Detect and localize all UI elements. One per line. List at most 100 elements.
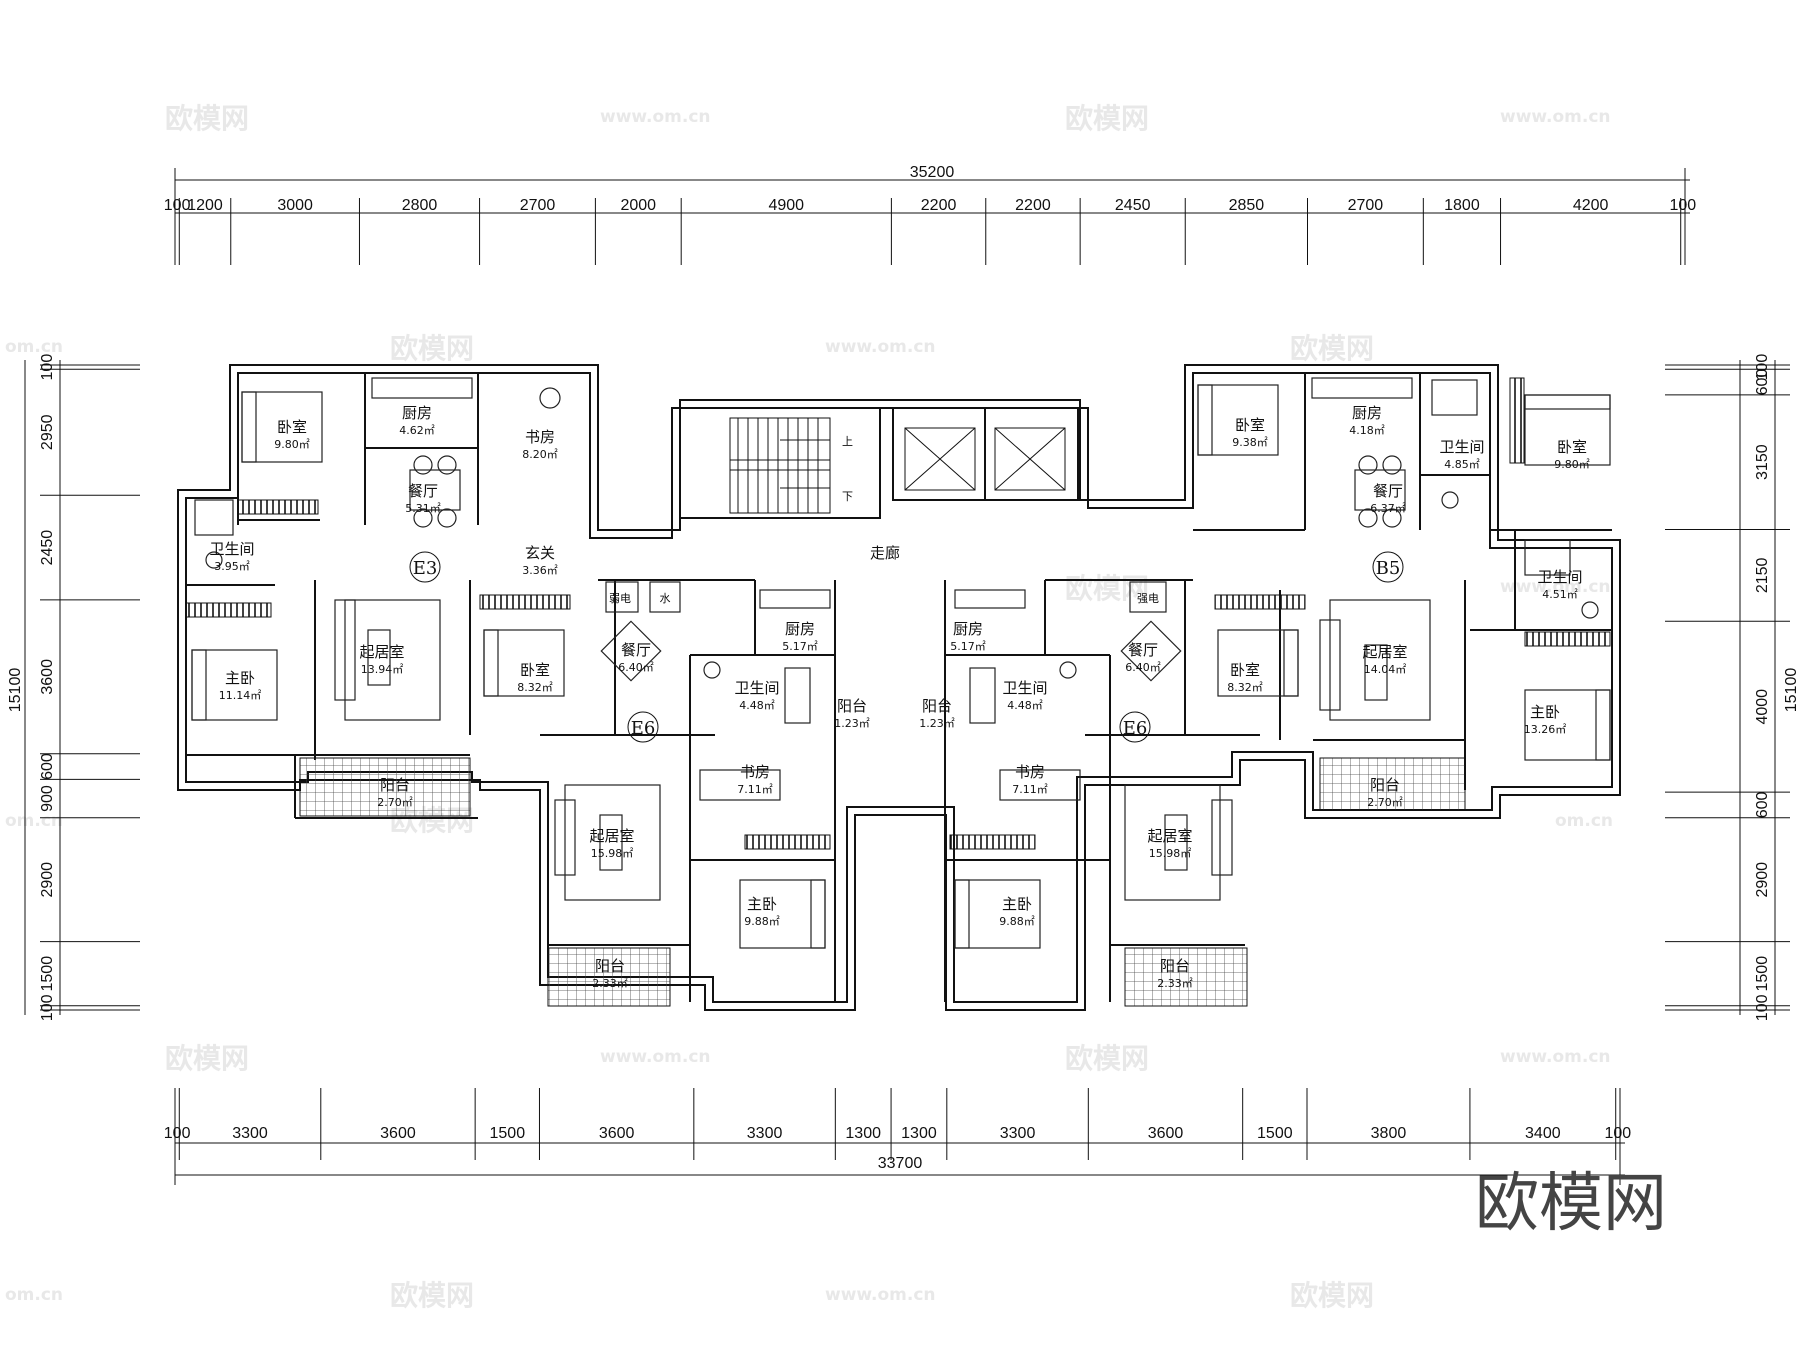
corridor-label: 走廊 xyxy=(870,544,900,562)
top-dimension-label: 1800 xyxy=(1444,197,1480,214)
bottom-dimension-label: 100 xyxy=(1605,1125,1632,1142)
room-name: 卧室 xyxy=(520,661,550,679)
room-name: 阳台 xyxy=(1370,776,1400,794)
bottom-dimension-label: 3300 xyxy=(747,1125,783,1142)
left-dimension-label: 2900 xyxy=(39,862,56,898)
stair-up-label: 上 xyxy=(842,435,853,448)
left-dimension-label: 3600 xyxy=(39,659,56,695)
right-total-dimension: 15100 xyxy=(1783,668,1800,713)
stair-symbol: 上 下 xyxy=(729,417,853,514)
room-name: 书房 xyxy=(1015,763,1045,781)
watermark-brand: 欧模网 xyxy=(1065,572,1149,605)
right-dimension-lines xyxy=(1665,360,1790,1015)
room-area: 8.32㎡ xyxy=(517,681,553,694)
top-dimension-lines xyxy=(174,168,1690,265)
room-area: 6.40㎡ xyxy=(1125,661,1161,674)
left-dimension-label: 1500 xyxy=(39,956,56,992)
room-area: 9.80㎡ xyxy=(274,438,310,451)
room-name: 餐厅 xyxy=(408,482,438,500)
room-name: 主卧 xyxy=(1530,703,1560,721)
left-dimension-label: 100 xyxy=(39,354,56,381)
top-dimension-label: 2450 xyxy=(1115,197,1151,214)
watermark-brand: 欧模网 xyxy=(1290,1279,1374,1312)
unit-tags: E3 B5 E6 E6 xyxy=(409,551,1404,743)
room-name: 阳台 xyxy=(595,957,625,975)
room-area: 1.23㎡ xyxy=(834,717,870,730)
left-total-dimension: 15100 xyxy=(7,668,24,713)
watermark-url: om.cn xyxy=(5,811,63,831)
top-total-dimension: 35200 xyxy=(910,164,955,181)
top-dimension-label: 3000 xyxy=(277,197,313,214)
bottom-dimension-label: 1500 xyxy=(490,1125,526,1142)
top-dimension-label: 2200 xyxy=(921,197,957,214)
bottom-dimension-label: 1300 xyxy=(845,1125,881,1142)
right-dimension-label: 2900 xyxy=(1754,862,1771,898)
watermark-brand: 欧模网 xyxy=(390,1279,474,1312)
room-area: 4.48㎡ xyxy=(1007,699,1043,712)
right-dimension-label: 100 xyxy=(1754,354,1771,381)
room-name: 厨房 xyxy=(953,620,983,638)
room-area: 5.31㎡ xyxy=(405,502,441,515)
room-area: 15.98㎡ xyxy=(1149,847,1192,860)
unit-tag-e3: E3 xyxy=(413,558,438,579)
bottom-dimension-label: 3600 xyxy=(1148,1125,1184,1142)
room-name: 卧室 xyxy=(277,418,307,436)
room-area: 9.88㎡ xyxy=(744,915,780,928)
left-dimension-label: 2950 xyxy=(39,414,56,450)
room-name: 起居室 xyxy=(589,827,634,845)
room-name: 阳台 xyxy=(922,697,952,715)
watermark-brand: 欧模网 xyxy=(165,102,249,135)
stair-down-label: 下 xyxy=(842,490,853,503)
bottom-dimension-label: 3300 xyxy=(232,1125,268,1142)
room-area: 7.11㎡ xyxy=(737,783,773,796)
room-area: 5.17㎡ xyxy=(782,640,818,653)
right-dimension-label: 1500 xyxy=(1754,956,1771,992)
room-area: 7.11㎡ xyxy=(1012,783,1048,796)
watermark-url: www.om.cn xyxy=(825,1285,936,1305)
room-name: 餐厅 xyxy=(621,641,651,659)
top-dimension-label: 2850 xyxy=(1229,197,1265,214)
room-name: 阳台 xyxy=(380,776,410,794)
brand-logo: 欧模网 xyxy=(1475,1167,1667,1241)
room-area: 8.20㎡ xyxy=(522,448,558,461)
left-dimension-label: 2450 xyxy=(39,530,56,566)
left-dimension-label: 100 xyxy=(39,994,56,1021)
room-name: 阳台 xyxy=(1160,957,1190,975)
room-area: 1.23㎡ xyxy=(919,717,955,730)
room-name: 卧室 xyxy=(1557,438,1587,456)
top-dimension-label: 2700 xyxy=(520,197,556,214)
room-area: 4.85㎡ xyxy=(1444,458,1480,471)
top-dimension-label: 2800 xyxy=(402,197,438,214)
room-area: 2.33㎡ xyxy=(592,977,628,990)
top-dimension-label: 2700 xyxy=(1348,197,1384,214)
top-dimension-label: 100 xyxy=(164,197,191,214)
watermark-url: om.cn xyxy=(1555,811,1613,831)
bottom-dimension-label: 100 xyxy=(164,1125,191,1142)
room-area: 2.70㎡ xyxy=(377,796,413,809)
bottom-dimension-label: 3300 xyxy=(1000,1125,1036,1142)
room-area: 13.94㎡ xyxy=(361,663,404,676)
right-dimension-label: 3150 xyxy=(1754,444,1771,480)
room-area: 14.04㎡ xyxy=(1364,663,1407,676)
right-dimension-label: 4000 xyxy=(1754,689,1771,725)
top-dimension-label: 100 xyxy=(1670,197,1697,214)
room-name: 卫生间 xyxy=(1439,438,1484,456)
room-labels: 卧室 9.80㎡ 厨房 4.62㎡ 书房 8.20㎡ 餐厅 5.31㎡ 卫生间 … xyxy=(209,404,1589,990)
room-name: 书房 xyxy=(740,763,770,781)
unit-tag-e6-left: E6 xyxy=(631,718,656,739)
room-name: 玄关 xyxy=(525,544,555,562)
left-dimension-label: 600 xyxy=(39,753,56,780)
room-area: 5.17㎡ xyxy=(950,640,986,653)
room-area: 11.14㎡ xyxy=(219,689,262,702)
room-area: 4.48㎡ xyxy=(739,699,775,712)
balconies xyxy=(299,757,1466,1007)
room-area: 9.38㎡ xyxy=(1232,436,1268,449)
unit-tag-e6-right: E6 xyxy=(1123,718,1148,739)
room-area: 13.26㎡ xyxy=(1524,723,1567,736)
top-dimension-label: 4900 xyxy=(768,197,804,214)
water-shaft-label: 水 xyxy=(660,592,671,605)
left-dimension-label: 900 xyxy=(39,785,56,812)
